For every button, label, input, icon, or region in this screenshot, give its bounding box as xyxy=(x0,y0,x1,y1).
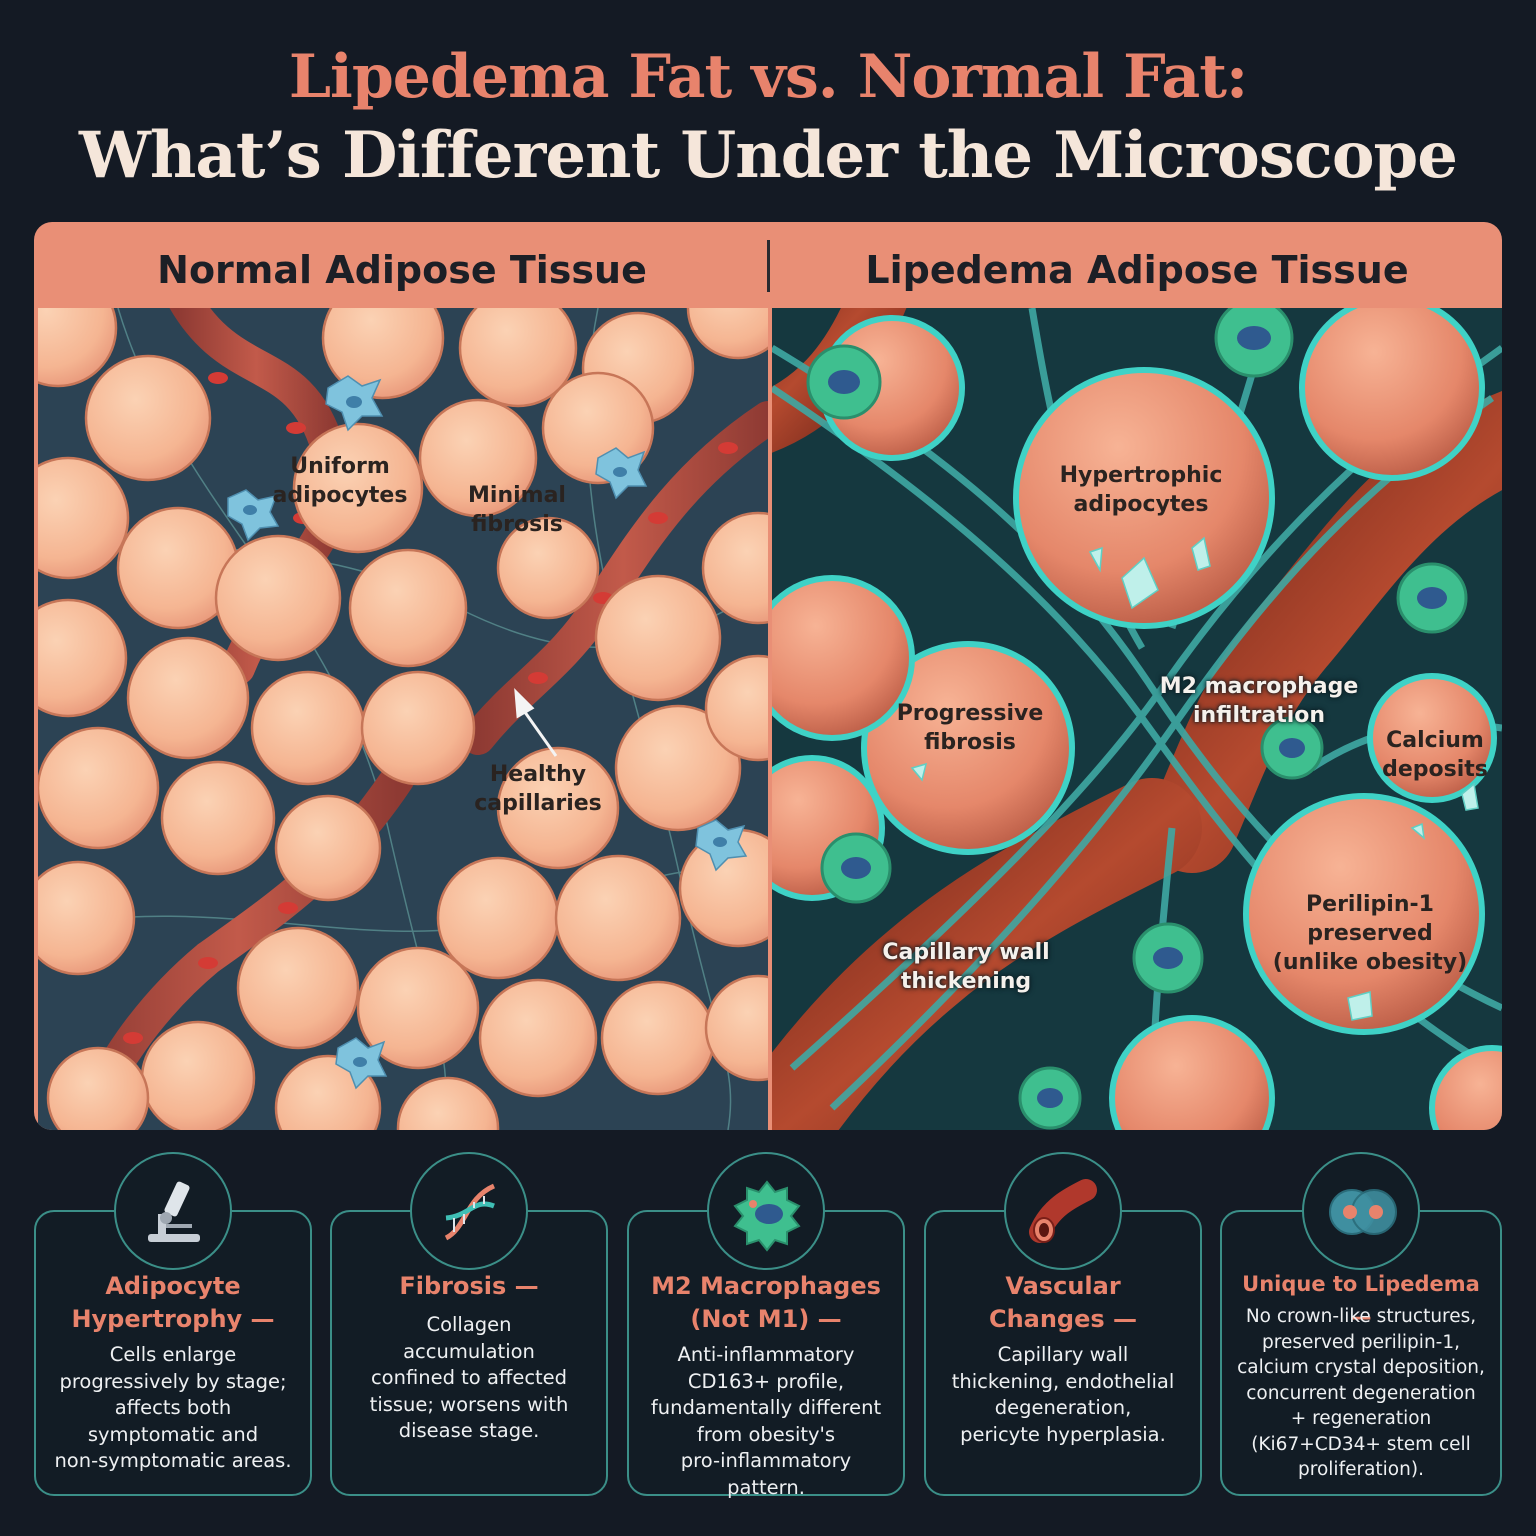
card-4-body-line-2: thickening, endothelial xyxy=(951,1369,1175,1393)
card-5-body-line-3: calcium crystal deposition, xyxy=(1237,1357,1485,1378)
capillary-wall-label-line-2: thickening xyxy=(900,969,1032,994)
calcium-crystals xyxy=(910,536,1479,1021)
heading-divider xyxy=(767,240,770,292)
card-3-body-line-3: fundamentally different xyxy=(650,1396,882,1419)
arrow-icon xyxy=(514,688,558,757)
title-line-2: What’s Different Under the Microscope xyxy=(78,118,1458,193)
comparison-panel: Normal Adipose Tissue Lipedema Adipose T… xyxy=(34,222,1502,1130)
dna-icon xyxy=(410,1152,528,1270)
card-2-body-line-3: confined to affected xyxy=(370,1366,568,1389)
card-2-body-line-5: disease stage. xyxy=(398,1419,540,1442)
card-unique-to-lipedema: Unique to Lipedema — No crown-like struc… xyxy=(1220,1210,1502,1496)
card-4-body: Capillary wall thickening, endothelial d… xyxy=(936,1342,1190,1448)
card-5-body-line-6: (Ki67+CD34+ stem cell xyxy=(1251,1433,1471,1455)
card-2-title-line-1: Fibrosis — xyxy=(399,1272,539,1300)
capillaries-label-line-2: capillaries xyxy=(474,791,602,816)
card-5-body: No crown-like structures, preserved peri… xyxy=(1232,1304,1490,1483)
lipedema-tissue-heading: Lipedema Adipose Tissue xyxy=(865,248,1409,292)
blood-vessel-icon xyxy=(1004,1152,1122,1270)
card-3-title-line-1: M2 Macrophages xyxy=(651,1272,881,1300)
card-1-body: Cells enlarge progressively by stage; af… xyxy=(46,1342,300,1475)
card-4-title-line-1: Vascular xyxy=(1005,1272,1121,1300)
card-2-body-line-2: accumulation xyxy=(403,1339,535,1363)
card-3-title-line-2: (Not M1) — xyxy=(690,1305,842,1333)
card-5-body-line-4: concurrent degeneration xyxy=(1246,1382,1476,1404)
healthy-capillaries-label: Healthy capillaries xyxy=(468,760,608,818)
title-line-1: Lipedema Fat vs. Normal Fat: xyxy=(288,42,1248,112)
hypertrophic-label-line-1: Hypertrophic xyxy=(1059,463,1223,488)
card-adipocyte-hypertrophy: Adipocyte Hypertrophy — Cells enlarge pr… xyxy=(34,1210,312,1496)
card-m2-macrophages: M2 Macrophages (Not M1) — Anti-inflammat… xyxy=(627,1210,905,1499)
perilipin-label-line-1: Perilipin-1 xyxy=(1306,892,1434,917)
minimal-fibrosis-label: Minimal fibrosis xyxy=(447,481,587,539)
card-2-body-line-4: tissue; worsens with xyxy=(369,1392,569,1416)
card-3-body-line-2: CD163+ profile, xyxy=(687,1369,845,1393)
card-5-body-line-1: No crown-like structures, xyxy=(1245,1306,1477,1327)
perilipin-label-line-3: (unlike obesity) xyxy=(1272,950,1468,975)
uniform-label-line-2: adipocytes xyxy=(272,483,408,508)
card-5-body-line-5: + regeneration xyxy=(1290,1408,1432,1429)
card-2-body-line-1: Collagen xyxy=(426,1313,512,1336)
perilipin-label: Perilipin-1 preserved (unlike obesity) xyxy=(1272,890,1468,977)
card-1-body-line-1: Cells enlarge xyxy=(109,1343,237,1366)
card-5-body-line-7: proliferation). xyxy=(1298,1459,1424,1480)
fibrosis-label-line-1: Minimal xyxy=(468,483,566,508)
fibrosis-label-line-2: fibrosis xyxy=(471,512,563,537)
m2-label-line-1: M2 macrophage xyxy=(1159,674,1359,699)
calcium-label-line-2: deposits xyxy=(1382,757,1488,782)
dividing-cell-icon xyxy=(1302,1152,1420,1270)
hypertrophic-label-line-2: adipocytes xyxy=(1073,492,1209,517)
card-1-title-line-1: Adipocyte xyxy=(105,1272,241,1300)
capillary-wall-label: Capillary wall thickening xyxy=(876,938,1056,996)
card-3-title: M2 Macrophages (Not M1) — xyxy=(637,1270,895,1336)
card-4-body-line-4: pericyte hyperplasia. xyxy=(960,1422,1166,1446)
card-5-body-line-2: preserved perilipin-1, xyxy=(1262,1331,1460,1353)
normal-tissue-illustration xyxy=(38,308,768,1130)
calcium-label-line-1: Calcium xyxy=(1386,728,1484,753)
card-3-body-line-1: Anti-inflammatory xyxy=(677,1343,855,1366)
progressive-label-line-1: Progressive xyxy=(896,701,1044,726)
progressive-fibrosis-label: Progressive fibrosis xyxy=(880,699,1060,757)
card-4-body-line-1: Capillary wall xyxy=(997,1343,1129,1366)
card-5-title-line-1: Unique to Lipedema — xyxy=(1242,1272,1480,1329)
card-4-title-line-2: Changes — xyxy=(988,1305,1138,1333)
lipedema-tissue-artwork xyxy=(772,308,1502,1130)
m2-macrophage-label: M2 macrophage infiltration xyxy=(1146,672,1372,730)
hypertrophic-adipocytes xyxy=(772,308,1502,1130)
hypertrophic-adipocytes-label: Hypertrophic adipocytes xyxy=(1046,461,1236,519)
card-2-body: Collagen accumulation confined to affect… xyxy=(342,1312,596,1445)
card-1-body-line-5: non-symptomatic areas. xyxy=(54,1449,292,1472)
card-4-body-line-3: degeneration, xyxy=(994,1396,1132,1419)
uniform-label-line-1: Uniform xyxy=(290,454,390,479)
card-1-body-line-2: progressively by stage; xyxy=(59,1369,287,1393)
progressive-label-line-2: fibrosis xyxy=(924,730,1016,755)
capillaries-label-line-1: Healthy xyxy=(489,762,587,787)
uniform-adipocytes xyxy=(38,308,768,1130)
card-2-title: Fibrosis — xyxy=(340,1270,598,1303)
capillary-wall-label-line-1: Capillary wall xyxy=(882,940,1050,965)
card-1-title: Adipocyte Hypertrophy — xyxy=(44,1270,302,1336)
card-1-title-line-2: Hypertrophy — xyxy=(71,1305,275,1333)
card-3-body: Anti-inflammatory CD163+ profile, fundam… xyxy=(639,1342,893,1501)
calcium-deposits-label: Calcium deposits xyxy=(1372,726,1498,784)
lipedema-tissue-illustration xyxy=(772,308,1502,1130)
card-1-body-line-4: symptomatic and xyxy=(87,1422,259,1446)
microscope-icon xyxy=(114,1152,232,1270)
perilipin-label-line-2: preserved xyxy=(1307,921,1433,946)
card-3-body-line-4: from obesity's xyxy=(696,1422,836,1446)
m2-label-line-2: infiltration xyxy=(1192,703,1326,728)
card-4-title: Vascular Changes — xyxy=(934,1270,1192,1336)
card-3-body-line-5: pro-inflammatory pattern. xyxy=(680,1449,852,1499)
uniform-adipocytes-label: Uniform adipocytes xyxy=(260,452,420,510)
normal-tissue-heading: Normal Adipose Tissue xyxy=(157,248,647,292)
card-1-body-line-3: affects both xyxy=(114,1396,232,1419)
macrophage-icon xyxy=(707,1152,825,1270)
normal-tissue-artwork xyxy=(38,308,768,1130)
card-5-title: Unique to Lipedema — xyxy=(1230,1268,1492,1334)
